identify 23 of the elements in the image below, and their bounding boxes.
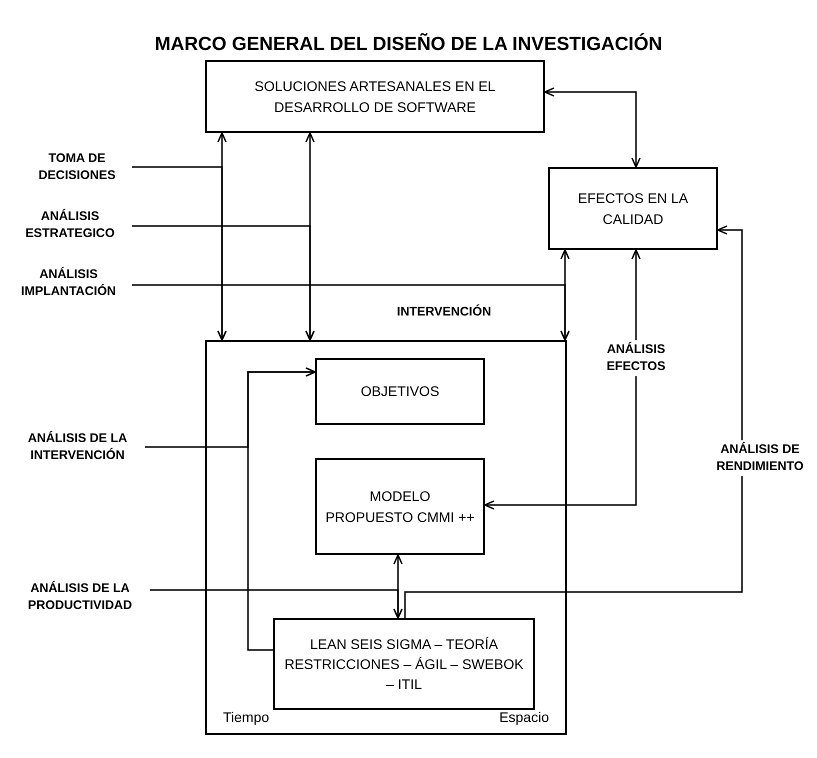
diagram-title: MARCO GENERAL DEL DISEÑO DE LA INVESTIGACIÓN — [154, 34, 664, 56]
arrow — [150, 589, 403, 619]
arrow — [484, 249, 641, 510]
corner-label: Tiempo — [223, 709, 270, 725]
corner-label: Espacio — [499, 709, 549, 725]
analysis-label: TOMA DE DECISIONES — [22, 147, 132, 187]
arrow — [132, 166, 227, 341]
arrow — [132, 225, 315, 341]
process-box: EFECTOS EN LA CALIDAD — [548, 167, 718, 250]
analysis-label: ANÁLISIS ESTRATEGICO — [8, 204, 132, 246]
arrow — [132, 284, 570, 341]
analysis-label: ANÁLISIS IMPLANTACIÓN — [5, 262, 132, 304]
frame-box — [205, 340, 567, 735]
edge-label: ANÁLISIS DE RENDIMIENTO — [714, 440, 806, 476]
process-box: SOLUCIONES ARTESANALES EN EL DESARROLLO DE SOFTWARE — [205, 60, 545, 133]
arrow — [247, 367, 316, 651]
arrow — [404, 225, 743, 618]
analysis-label: ANÁLISIS DE LA INTERVENCIÓN — [10, 426, 145, 468]
arrow — [544, 87, 641, 168]
process-box: LEAN SEIS SIGMA – TEORÍA RESTRICCIONES – ÁGIL – SWEBOK – ITIL — [273, 618, 535, 710]
process-box: OBJETIVOS — [315, 358, 485, 425]
process-box: MODELO PROPUESTO CMMI ++ — [315, 458, 485, 555]
analysis-label: ANÁLISIS DE LA PRODUCTIVIDAD — [10, 576, 150, 618]
